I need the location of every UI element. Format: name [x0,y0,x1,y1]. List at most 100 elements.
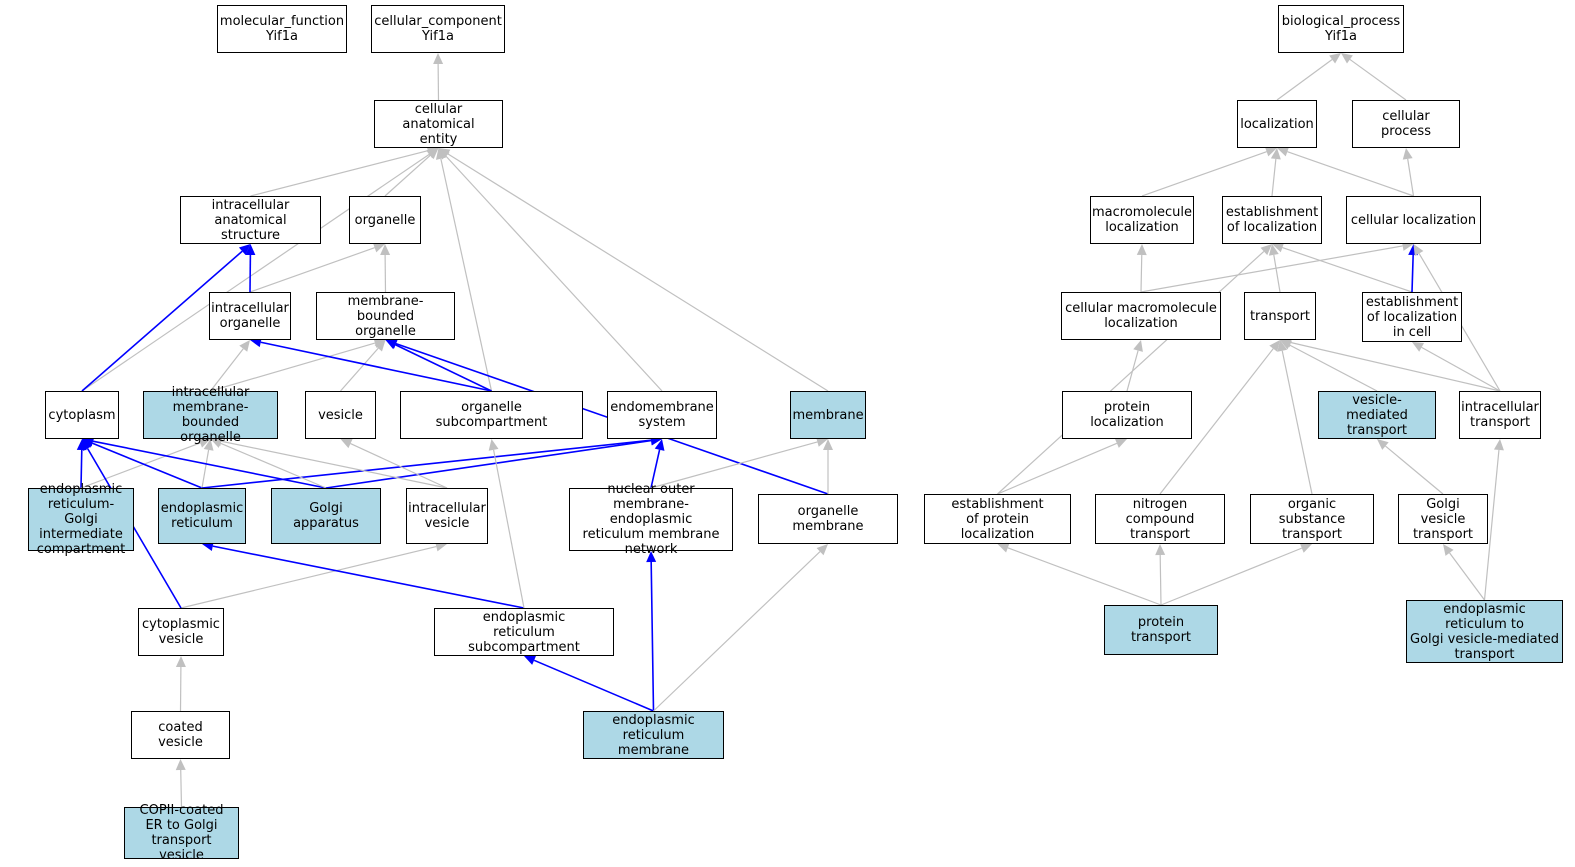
edge-cl-to-loc [1277,146,1414,197]
arrowhead-icon [203,439,214,451]
arrowhead-icon [997,543,1010,553]
edge-ost-to-tr [1277,340,1313,495]
arrowhead-icon [435,541,447,552]
term-node-eolc: establishment of localization in cell [1362,292,1462,342]
arrowhead-icon [372,242,385,253]
edge-cml-to-ml [1136,244,1147,293]
edge-nomer-to-mem [650,437,828,489]
term-node-cc: cellular_component Yif1a [371,5,505,53]
term-node-gvt: Golgi vesicle transport [1398,494,1488,544]
edge-ves-to-mbo [340,340,386,392]
edge-osc-to-mbo [385,340,492,392]
edge-line [650,441,818,489]
edge-gvt-to-vmt [1377,439,1444,495]
edge-line [1273,254,1281,293]
edge-ergvt-to-gvt [1443,544,1485,601]
edge-line [81,153,430,392]
edge-line [201,449,210,489]
edge-line [1407,158,1415,197]
edge-line [650,561,655,712]
edge-line [1140,245,1403,293]
edge-pt-to-nct [1155,544,1166,606]
edge-line [249,247,375,293]
edge-line [1411,254,1414,293]
arrowhead-icon [1377,439,1389,450]
edge-ergvt-to-it [1483,439,1504,601]
edge-line [440,158,493,392]
term-node-it: intracellular transport [1459,391,1541,439]
term-node-tr: transport [1244,292,1316,340]
arrowhead-icon [1443,544,1454,556]
arrowhead-icon [1402,148,1413,160]
edge-line [997,250,1265,495]
term-node-erm: endoplasmic reticulum membrane [583,711,724,759]
edge-line [1140,254,1143,293]
arrowhead-icon [239,340,250,352]
term-node-vmt: vesicle-mediated transport [1318,391,1436,439]
arrowhead-icon [1133,340,1143,352]
term-node-loc: localization [1237,100,1317,148]
arrowhead-icon [175,656,186,668]
edge-mem-to-cae [438,148,829,392]
edge-line [325,439,652,489]
arrowhead-icon [175,759,186,771]
term-node-cp: cellular process [1352,100,1460,148]
edge-line [395,344,492,392]
arrowhead-icon [1412,342,1425,352]
edge-epl-to-pl [997,438,1127,495]
edge-line [1159,554,1162,606]
term-node-ias: intracellular anatomical structure [180,196,321,244]
edge-line [1289,344,1378,392]
edge-line [80,442,201,489]
edge-io-to-org [249,242,385,293]
term-node-cml: cellular macromolecule localization [1061,292,1221,340]
edge-line [92,440,327,489]
edge-line [1449,552,1485,601]
edge-line [212,545,525,609]
arrowhead-icon [646,551,657,563]
edge-line [1281,350,1313,495]
edge-line [201,439,652,489]
arrowhead-icon [524,655,537,665]
term-node-ml: macromolecule localization [1090,196,1194,244]
edge-it-to-tr [1280,337,1501,392]
edge-line [1385,445,1444,495]
edge-line [221,440,448,489]
edge-nomer-to-ems [650,439,665,489]
edge-line [533,659,654,712]
edge-cv-to-cyto [82,439,182,609]
arrowhead-icon [1155,544,1166,556]
edge-vmt-to-tr [1280,340,1378,392]
arrowhead-icon [823,439,833,450]
edge-line [1282,246,1413,293]
term-node-ost: organic substance transport [1250,494,1374,544]
edge-line [997,442,1118,495]
edge-line [180,545,437,609]
arrowhead-icon [340,439,353,449]
edge-osc-to-cae [435,148,493,392]
edge-line [1271,158,1277,197]
term-node-mf: molecular_function Yif1a [217,5,347,53]
arrowhead-icon [380,244,391,256]
edge-ems-to-cae [438,148,663,392]
arrowhead-icon [1269,340,1280,352]
edge-line [1159,348,1274,495]
arrowhead-icon [385,338,398,349]
term-node-golgi: Golgi apparatus [271,488,381,544]
edge-imbo-to-mbo [210,338,386,392]
term-node-nomer: nuclear outer membrane-endoplasmic retic… [569,482,733,557]
edge-line [220,442,327,489]
arrowhead-icon [374,340,386,352]
edge-io-to-ias [245,244,256,293]
edge-line [250,150,428,197]
arrowhead-icon [1413,244,1424,257]
arrowhead-icon [1277,340,1288,352]
term-node-mbo: membrane-bounded organelle [316,292,455,340]
arrowhead-icon [1136,244,1147,256]
arrowhead-icon [82,439,92,452]
term-node-cyto: cytoplasm [45,391,119,439]
edge-iv-to-ves [340,439,448,489]
term-node-org: organelle [349,196,421,244]
term-node-cl: cellular localization [1346,196,1481,244]
term-node-bp: biological_process Yif1a [1278,5,1404,53]
